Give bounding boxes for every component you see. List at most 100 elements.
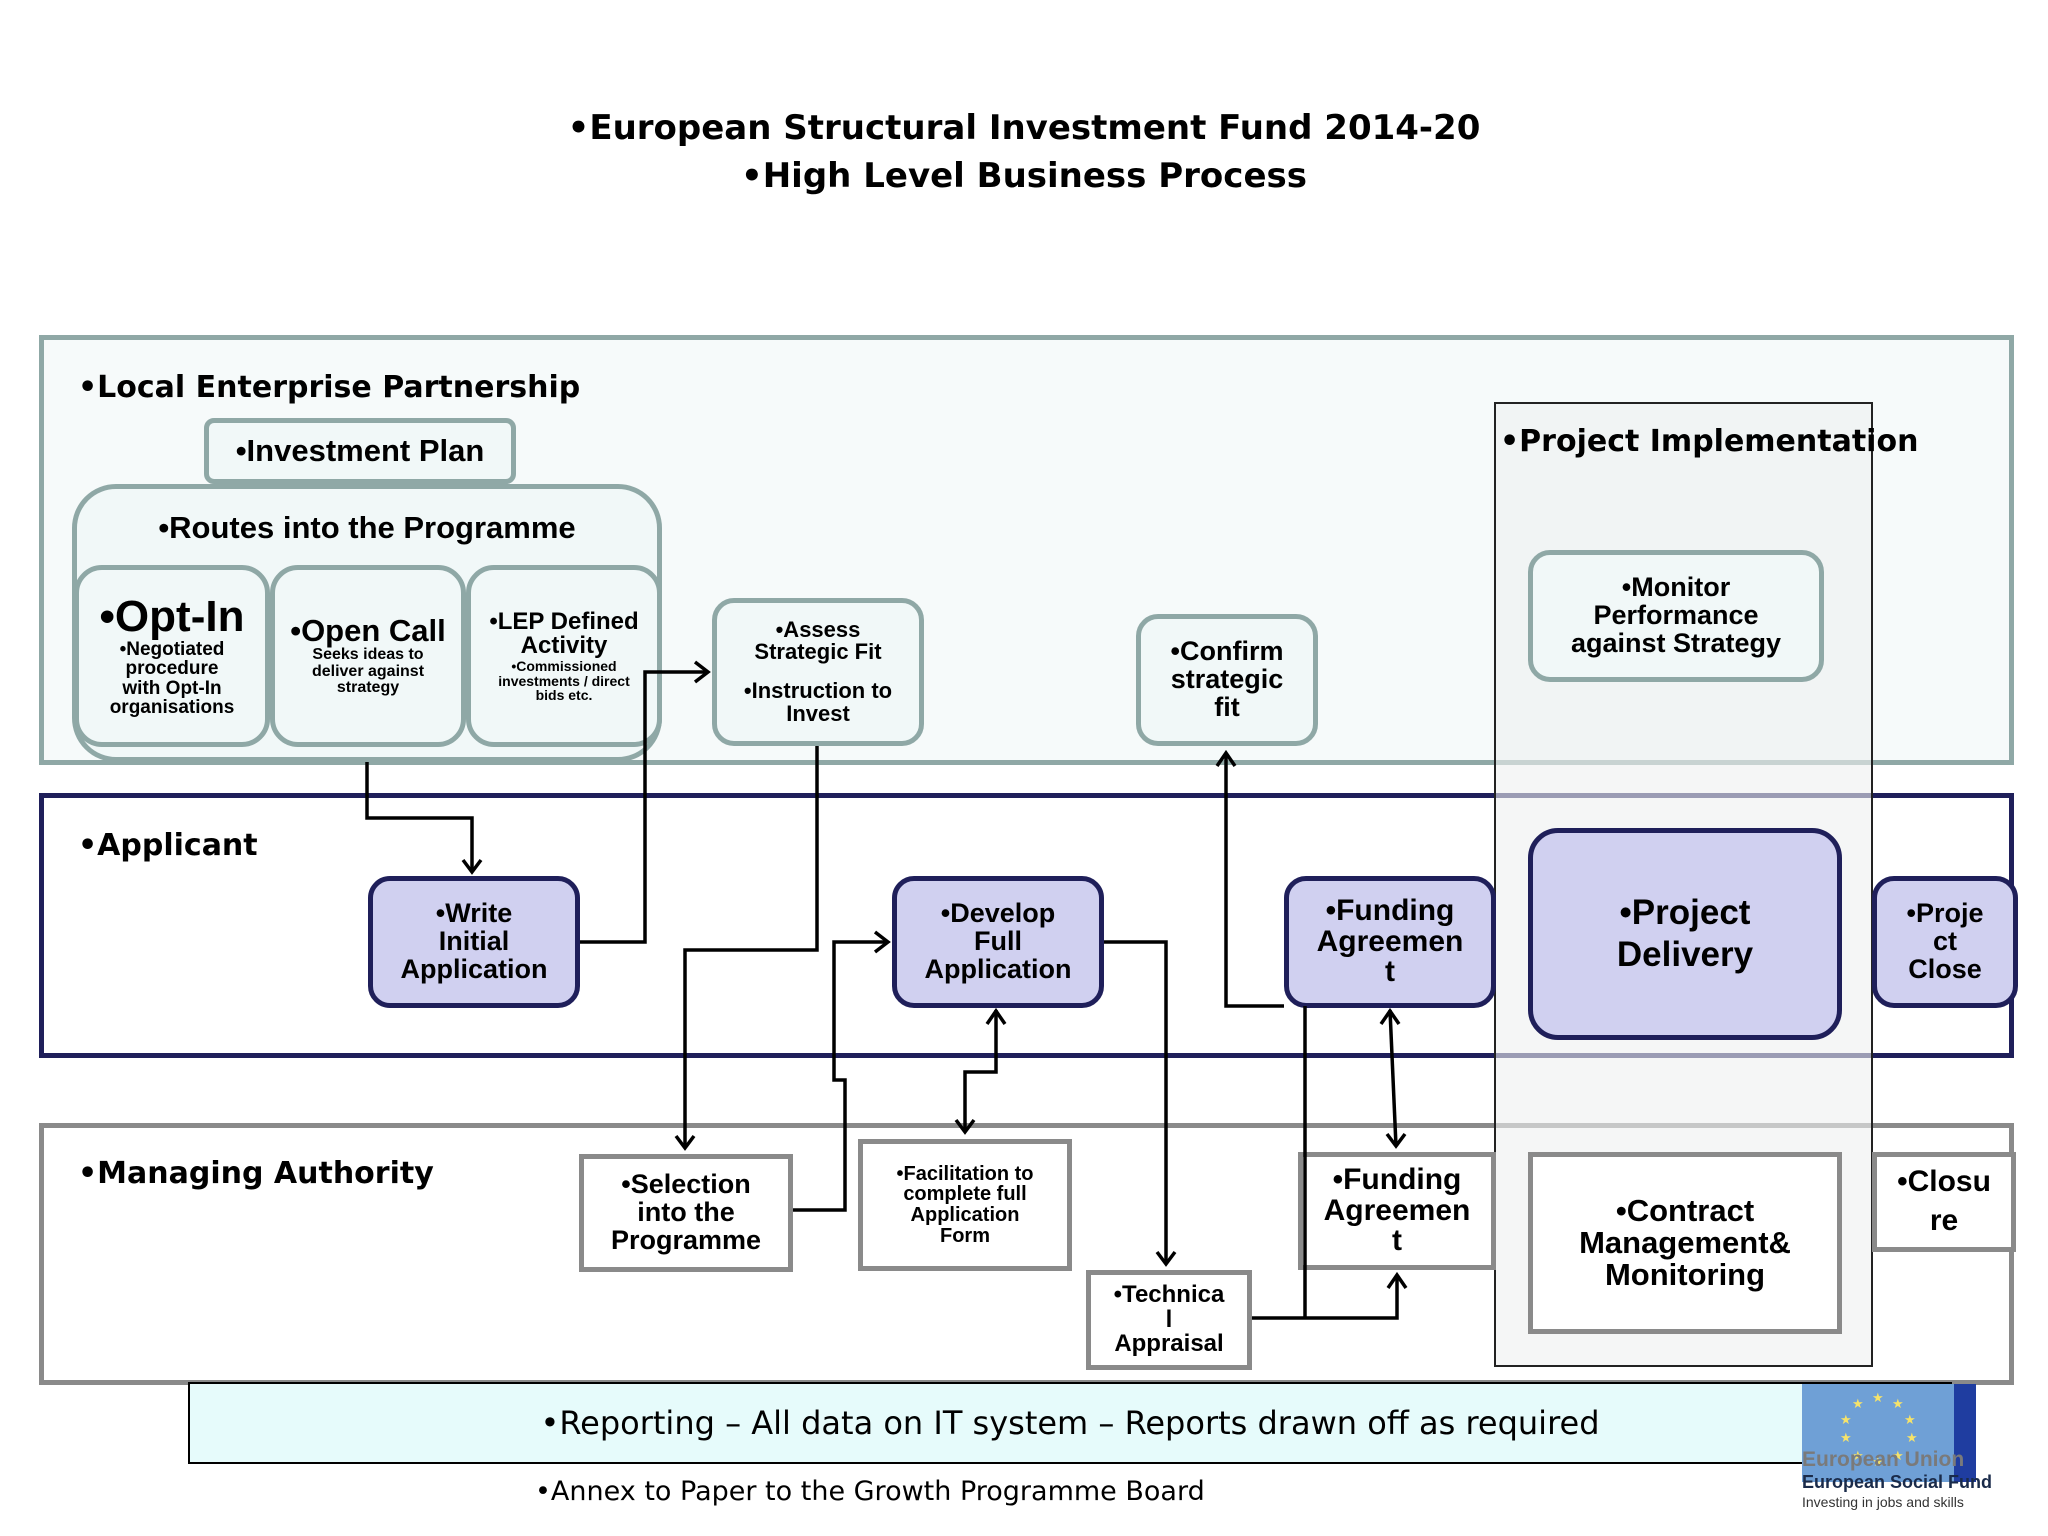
svg-text:★: ★ bbox=[1872, 1455, 1884, 1470]
svg-text:★: ★ bbox=[1892, 1397, 1904, 1412]
logo-eu-name: European Union bbox=[1802, 1448, 1965, 1471]
open-call-title: •Open Call bbox=[290, 613, 446, 649]
assess-text-2: Strategic Fit bbox=[754, 639, 882, 665]
technical-appraisal-box: •Technica l Appraisal bbox=[1086, 1270, 1252, 1370]
delivery-text-1: •Project bbox=[1619, 892, 1751, 932]
lep-defined-activity-box: •LEP Defined Activity •Commissioned inve… bbox=[466, 565, 662, 747]
develop-text-1: •Develop bbox=[940, 898, 1056, 929]
technical-text-2: l bbox=[1165, 1305, 1173, 1333]
selection-text-2: into the bbox=[637, 1197, 735, 1228]
open-call-box: •Open Call Seeks ideas to deliver agains… bbox=[270, 565, 466, 747]
lane-label-project-implementation: •Project Implementation bbox=[1500, 424, 1919, 459]
closure-text-1: •Closu bbox=[1897, 1165, 1991, 1199]
logo-fund-name: European Social Fund bbox=[1802, 1472, 1993, 1492]
diagram-title-line1: •European Structural Investment Fund 201… bbox=[567, 108, 1481, 148]
lep-defined-text-4: investments / direct bbox=[498, 672, 630, 689]
assess-text-1: •Assess bbox=[775, 616, 861, 642]
selection-text-1: •Selection bbox=[621, 1169, 751, 1200]
contract-management-box: •Contract Management& Monitoring bbox=[1528, 1152, 1842, 1334]
monitor-text-1: •Monitor bbox=[1621, 572, 1731, 603]
eu-stars-icon: ★★★ ★★★ ★★★ ★ bbox=[1840, 1391, 1918, 1470]
svg-text:★: ★ bbox=[1840, 1413, 1852, 1428]
write-initial-application-box: •Write Initial Application bbox=[368, 876, 580, 1008]
assess-text-4: Invest bbox=[786, 700, 850, 726]
technical-text-3: Appraisal bbox=[1114, 1330, 1224, 1358]
funding-ma-text-3: t bbox=[1392, 1224, 1402, 1258]
technical-text-1: •Technica bbox=[1113, 1280, 1225, 1308]
confirm-text-1: •Confirm bbox=[1170, 636, 1284, 667]
facilitation-text-4: Form bbox=[940, 1224, 990, 1247]
closure-box: •Closu re bbox=[1872, 1152, 2016, 1252]
reporting-text: •Reporting – All data on IT system – Rep… bbox=[540, 1404, 1600, 1442]
lep-defined-text-3: •Commissioned bbox=[511, 658, 617, 675]
lane-label-applicant: •Applicant bbox=[78, 828, 258, 863]
develop-text-3: Application bbox=[924, 953, 1072, 984]
project-close-box: •Proje ct Close bbox=[1872, 876, 2018, 1008]
assess-text-3: •Instruction to bbox=[743, 678, 893, 703]
svg-text:★: ★ bbox=[1872, 1391, 1884, 1406]
lep-defined-text-1: •LEP Defined bbox=[489, 607, 639, 635]
eu-flag-logo: ★★★ ★★★ ★★★ ★ bbox=[1802, 1384, 1976, 1482]
write-text-3: Application bbox=[400, 953, 548, 984]
assess-strategic-fit-box: •Assess Strategic Fit •Instruction to In… bbox=[712, 598, 924, 746]
facilitation-text-3: Application bbox=[910, 1204, 1020, 1226]
monitor-performance-box: •Monitor Performance against Strategy bbox=[1528, 550, 1824, 682]
opt-in-title: •Opt-In bbox=[99, 592, 245, 642]
reporting-bar: •Reporting – All data on IT system – Rep… bbox=[188, 1382, 1952, 1464]
lep-defined-text-5: bids etc. bbox=[535, 686, 593, 703]
confirm-text-2: strategic bbox=[1170, 664, 1284, 695]
delivery-text-2: Delivery bbox=[1616, 935, 1754, 974]
facilitation-text-1: •Facilitation to bbox=[896, 1162, 1034, 1185]
close-text-3: Close bbox=[1908, 953, 1982, 984]
lep-defined-text-2: Activity bbox=[520, 632, 608, 660]
project-delivery-box: •Project Delivery bbox=[1528, 828, 1842, 1040]
funding-applicant-text-1: •Funding bbox=[1325, 893, 1455, 927]
investment-plan-label: •Investment Plan bbox=[235, 433, 485, 469]
funding-applicant-text-3: t bbox=[1385, 955, 1395, 989]
logo-tagline: Investing in jobs and skills bbox=[1802, 1494, 1964, 1510]
funding-ma-text-1: •Funding bbox=[1332, 1162, 1462, 1196]
closure-text-2: re bbox=[1929, 1204, 1959, 1237]
funding-agreement-applicant-box: •Funding Agreemen t bbox=[1284, 876, 1496, 1008]
svg-text:★: ★ bbox=[1892, 1449, 1904, 1464]
develop-text-2: Full bbox=[974, 926, 1022, 957]
selection-text-3: Programme bbox=[610, 1224, 762, 1255]
contract-text-2: Management& bbox=[1579, 1225, 1791, 1261]
funding-ma-text-2: Agreemen bbox=[1323, 1193, 1471, 1227]
open-call-text-1: Seeks ideas to bbox=[312, 646, 424, 664]
opt-in-box: •Opt-In •Negotiated procedure with Opt-I… bbox=[74, 565, 270, 747]
contract-text-3: Monitoring bbox=[1604, 1256, 1766, 1292]
funding-applicant-text-2: Agreemen bbox=[1316, 924, 1464, 958]
develop-full-application-box: •Develop Full Application bbox=[892, 876, 1104, 1008]
monitor-text-2: Performance bbox=[1593, 600, 1759, 631]
investment-plan-box: •Investment Plan bbox=[204, 418, 516, 484]
svg-text:★: ★ bbox=[1840, 1431, 1852, 1446]
facilitation-text-2: complete full bbox=[903, 1183, 1027, 1206]
contract-text-1: •Contract bbox=[1615, 1193, 1755, 1229]
lane-label-managing-authority: •Managing Authority bbox=[78, 1156, 434, 1191]
close-text-1: •Proje bbox=[1906, 898, 1984, 929]
diagram-title-line2: •High Level Business Process bbox=[741, 156, 1307, 196]
facilitation-box: •Facilitation to complete full Applicati… bbox=[858, 1139, 1072, 1271]
opt-in-text-3: with Opt-In bbox=[122, 677, 222, 699]
open-call-text-3: strategy bbox=[336, 679, 400, 697]
annex-note: •Annex to Paper to the Growth Programme … bbox=[535, 1476, 1205, 1507]
funding-agreement-ma-box: •Funding Agreemen t bbox=[1298, 1152, 1496, 1270]
close-text-2: ct bbox=[1932, 926, 1957, 957]
monitor-text-3: against Strategy bbox=[1570, 627, 1782, 658]
confirm-text-3: fit bbox=[1214, 691, 1240, 722]
svg-text:★: ★ bbox=[1904, 1413, 1916, 1428]
confirm-strategic-fit-box: •Confirm strategic fit bbox=[1136, 614, 1318, 746]
write-text-1: •Write bbox=[435, 898, 513, 929]
svg-text:★: ★ bbox=[1852, 1397, 1864, 1412]
lane-label-lep: •Local Enterprise Partnership bbox=[78, 370, 581, 405]
svg-text:★: ★ bbox=[1906, 1431, 1918, 1446]
svg-text:★: ★ bbox=[1852, 1449, 1864, 1464]
opt-in-text-2: procedure bbox=[125, 658, 219, 680]
opt-in-text-4: organisations bbox=[109, 697, 235, 719]
routes-title: •Routes into the Programme bbox=[158, 510, 576, 545]
open-call-text-2: deliver against bbox=[311, 662, 425, 680]
write-text-2: Initial bbox=[438, 926, 510, 957]
opt-in-text-1: •Negotiated bbox=[119, 638, 225, 660]
